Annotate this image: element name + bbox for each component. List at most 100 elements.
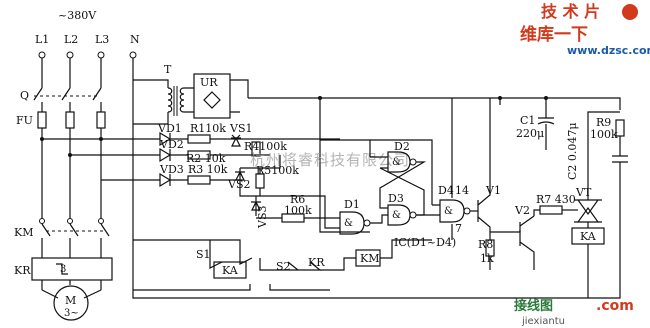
c2-label: C2 0.047μ: [566, 122, 579, 180]
r5-label: R5100k: [256, 164, 299, 177]
n-label: N: [130, 33, 140, 46]
vd3-label: VD3: [159, 163, 184, 176]
motor-label: M: [65, 294, 76, 307]
capacitor-c2: [612, 136, 628, 240]
r9-value: 100k: [590, 128, 618, 141]
ka-coil-label: KA: [580, 230, 597, 243]
l2-label: L2: [64, 33, 78, 46]
resistor-r1: [187, 134, 211, 144]
r3-label: R3 10k: [188, 163, 228, 176]
d4-amp: &: [444, 206, 453, 217]
bottom-com: .com: [596, 298, 634, 314]
bottom-cn: 接线图: [514, 298, 553, 314]
ic-label: IC(D1~D4): [394, 236, 456, 249]
motor: [53, 285, 89, 321]
s1-label: S1: [196, 248, 211, 261]
terminal-n: [129, 51, 137, 59]
l3-label: L3: [95, 33, 109, 46]
vd1-label: VD1: [157, 122, 182, 135]
transformer-core: [173, 86, 178, 116]
q-label: Q: [20, 89, 29, 102]
thermal-relay-kr: [31, 257, 113, 281]
d4-label: D4: [438, 184, 454, 197]
resistor-r7: [539, 205, 563, 215]
r6-value: 100k: [284, 204, 312, 217]
zener-vs2: [235, 168, 245, 190]
d3-label: D3: [388, 192, 404, 205]
bottom-url: jiexiantu: [521, 316, 565, 327]
d1-amp: &: [344, 218, 353, 229]
logo-top: 技 术 片: [541, 2, 600, 21]
zener-vs1: [231, 136, 241, 147]
km-label: KM: [14, 226, 33, 239]
transistor-v2: [519, 215, 535, 270]
resistor-r3: [187, 175, 211, 185]
c1-value: 220μ: [516, 127, 544, 140]
fuse-l2: [65, 111, 75, 129]
fuse-l1: [37, 111, 47, 129]
diode-vd3: [159, 172, 172, 188]
vs2-label: VS2: [227, 178, 250, 191]
pin7-label: 7: [455, 222, 462, 235]
dc-rail-1: [248, 97, 370, 233]
logo-url: www.dzsc.com: [567, 44, 650, 57]
vd2-label: VD2: [159, 138, 184, 151]
terminal-l3: [97, 51, 105, 59]
dc-positive-rail: [320, 97, 501, 105]
ka-contact-box: [213, 261, 247, 279]
motor-phase: 3~: [64, 308, 79, 319]
d3-amp: &: [392, 210, 401, 221]
logo-cn: 维库一下: [520, 24, 588, 45]
v1-label: V1: [485, 184, 501, 197]
r8-value: 1k: [480, 252, 494, 265]
d2-label: D2: [394, 140, 410, 153]
km-main-contacts: [41, 223, 110, 237]
vs3-label: VS3: [256, 206, 269, 229]
fuse-l3: [96, 111, 106, 129]
flipflop-wiring: [320, 139, 427, 216]
fu-label: FU: [16, 114, 33, 127]
r9-label: R9: [596, 116, 611, 129]
switch-q: [33, 87, 102, 101]
transistor-v1: [477, 98, 491, 240]
terminal-l2: [66, 51, 74, 59]
pin14-label: 14: [455, 184, 469, 197]
r1-label: R110k: [190, 122, 226, 135]
r4-label: R4100k: [244, 140, 287, 153]
voltage-label: ~380V: [58, 9, 97, 22]
l1-label: L1: [35, 33, 49, 46]
watermark-center: 杭州将睿科技有限公司: [250, 151, 410, 169]
capacitor-c1: [537, 98, 555, 150]
d1-label: D1: [344, 198, 360, 211]
km-coil-label: KM: [360, 252, 379, 265]
r8-label: R8: [478, 238, 493, 251]
transformer-primary: [167, 87, 173, 113]
logo-emblem-icon: [622, 4, 638, 20]
neutral-line: [132, 58, 621, 299]
v2-label: V2: [514, 204, 530, 217]
triac-vt: [574, 199, 602, 223]
resistor-r4: [251, 141, 261, 157]
zener-vs3: [251, 196, 261, 216]
kr-contact-label: KR: [308, 256, 325, 269]
ur-label: UR: [200, 76, 218, 89]
kr-phase: 3: [60, 264, 66, 275]
transformer-secondary: [179, 87, 185, 113]
c1-label: C1: [520, 114, 535, 127]
t-label: T: [164, 63, 172, 76]
rectifier-ur: [193, 73, 231, 119]
kr-label: KR: [14, 264, 31, 277]
s2-label: S2: [276, 260, 291, 273]
phase-wires-top: [41, 58, 102, 88]
r6-label: R6: [290, 193, 305, 206]
ka-contact-label: KA: [222, 264, 239, 277]
terminal-l1: [38, 51, 46, 59]
phase-wires-mid: [41, 102, 102, 112]
diode-vd1: [159, 131, 172, 147]
vt-label: VT: [575, 186, 592, 199]
diode-vd2: [159, 147, 172, 163]
d2-amp: &: [392, 157, 401, 168]
vs1-label: VS1: [229, 122, 252, 135]
r7-label: R7 430: [536, 193, 576, 206]
